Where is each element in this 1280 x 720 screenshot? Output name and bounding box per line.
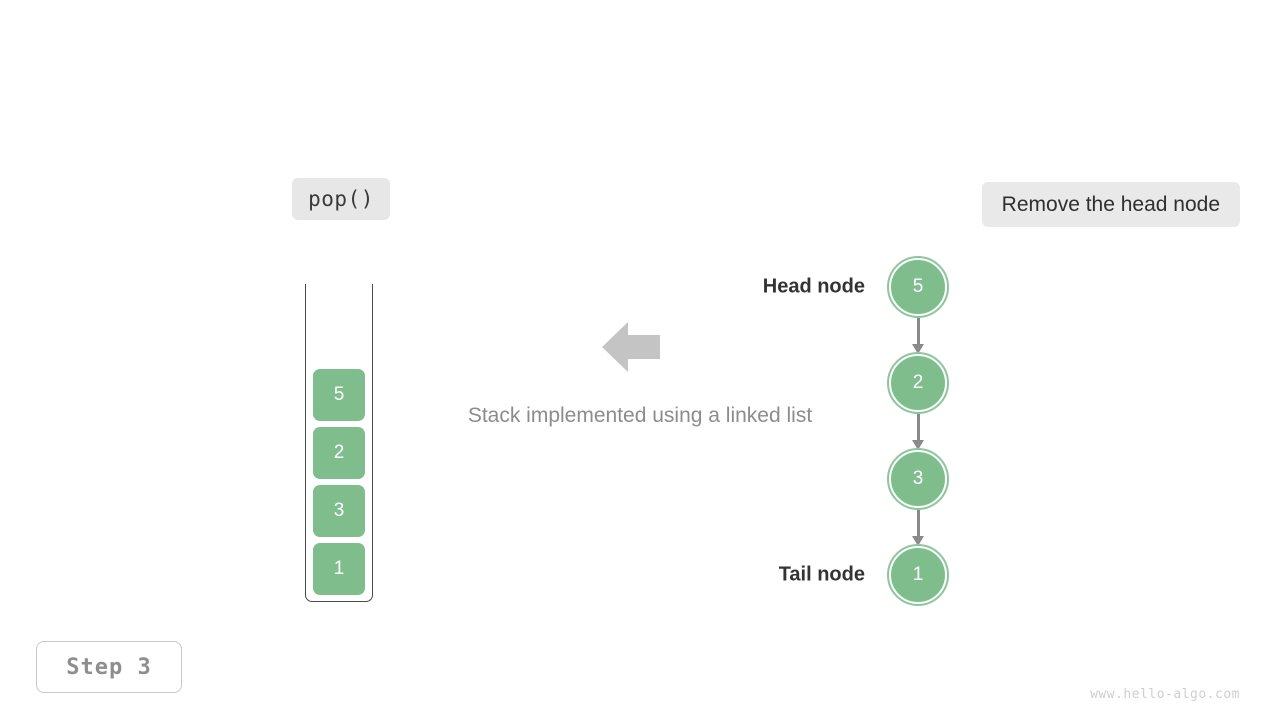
stack-cell: 2: [313, 427, 365, 479]
stack-cell-list: 5 2 3 1: [306, 369, 372, 595]
linked-list-node: 3: [887, 448, 949, 510]
action-description-chip: Remove the head node: [981, 182, 1240, 227]
linked-list-node: Tail node 1: [779, 544, 949, 606]
linked-list-node: 2: [887, 352, 949, 414]
head-node-label: Head node: [762, 275, 865, 298]
stack-cell-value: 5: [333, 384, 345, 405]
stack-cell: 3: [313, 485, 365, 537]
operation-chip: pop(): [292, 178, 390, 220]
link-arrow-icon: [911, 510, 924, 546]
step-badge: Step 3: [36, 641, 182, 693]
tail-node-label: Tail node: [778, 563, 865, 586]
linked-list-node: Head node 5: [763, 256, 949, 318]
diagram-caption: Stack implemented using a linked list: [467, 404, 813, 427]
node-value: 2: [912, 372, 924, 393]
link-arrow-icon: [911, 318, 924, 354]
node-value: 1: [912, 564, 924, 585]
stack-cell: 5: [313, 369, 365, 421]
arrow-left-icon: [602, 322, 660, 372]
link-arrow-icon: [911, 414, 924, 450]
node-value: 5: [912, 276, 924, 297]
stack-cell-value: 1: [333, 558, 345, 579]
stack-cell-value: 2: [333, 442, 345, 463]
stack-container: 5 2 3 1: [305, 284, 373, 602]
stack-cell-value: 3: [333, 500, 345, 521]
watermark: www.hello-algo.com: [1090, 687, 1240, 702]
node-value: 3: [912, 468, 924, 489]
stack-cell: 1: [313, 543, 365, 595]
